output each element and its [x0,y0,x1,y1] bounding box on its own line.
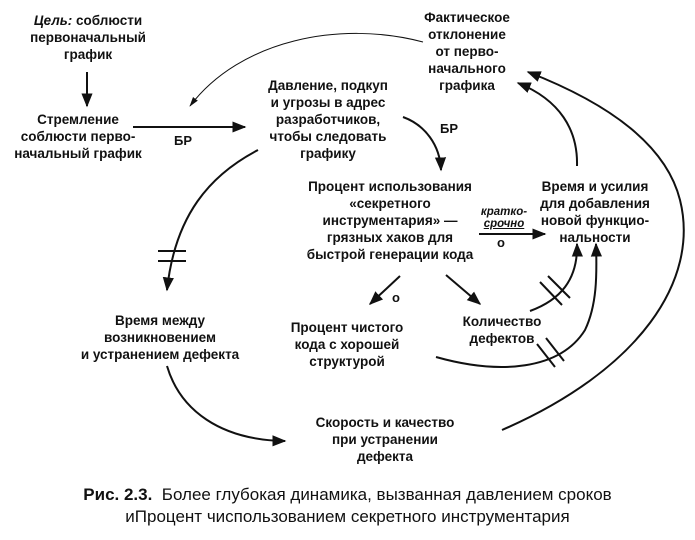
caption-line-1: Рис. 2.3. Более глубокая динамика, вызва… [0,484,695,506]
node-desire-line: начальный график [14,146,142,161]
arrow-defects-to-time-effort [529,242,583,312]
arrow-fix-speed-to-deviation [501,71,685,431]
node-fix-speed: Скорость и качество при устранении дефек… [310,414,460,465]
node-goal-line: график [63,47,113,62]
node-defects-line: дефектов [469,331,535,346]
node-deviation-line: отклонение [428,27,506,42]
delay-mark-defects [539,275,571,306]
node-time-effort-line: нальности [559,230,631,245]
label-desire-to-pressure: БР [174,133,193,148]
node-time-between-line: и устранением дефекта [80,347,240,362]
node-time-effort-line: для добавления [540,196,650,211]
caption-text-1: Более глубокая динамика, вызванная давле… [161,485,612,504]
node-goal-line: первоначальный [30,30,146,45]
node-secret-tools-line: «секретного [349,196,431,211]
node-clean-code-line: Процент чистого [290,320,404,335]
node-time-between-line: Время между [114,313,206,328]
node-goal: Цель: соблюсти первоначальный график [24,12,152,63]
node-pressure-line: Давление, подкуп [268,78,388,93]
node-pressure-line: разработчиков, [275,112,381,127]
arrow-pressure-to-secret [402,116,447,172]
node-time-effort-line: Время и усилия [541,179,649,194]
arrow-deviation-to-desire [189,32,424,107]
label-short-term: кратко- срочно [478,206,530,230]
node-fix-speed-line: при устранении [332,432,438,447]
node-pressure-line: и угрозы в адрес [270,95,386,110]
node-clean-code: Процент чистого кода с хорошей структуро… [278,319,416,370]
node-time-between-line: возникновением [104,330,216,345]
arrow-clean-code-to-time-effort [435,242,603,368]
arrow-time-effort-to-deviation [516,82,579,167]
node-desire: Стремление соблюсти перво- начальный гра… [8,111,148,162]
label-secret-to-clean-polarity: о [392,290,400,305]
node-time-between: Время между возникновением и устранением… [60,312,260,363]
node-pressure: Давление, подкуп и угрозы в адрес разраб… [252,77,404,162]
node-fix-speed-line: дефекта [356,449,414,464]
node-defects-line: Количество [462,314,542,329]
node-clean-code-line: структурой [309,354,385,369]
caption-figure-number: Рис. 2.3. [83,485,153,504]
node-time-effort: Время и усилия для добавления новой функ… [528,178,662,246]
goal-prefix: Цель: [33,13,73,28]
arrow-secret-to-defects [445,274,482,305]
node-deviation-line: графика [439,78,495,93]
label-short-term-line2: срочно [483,218,525,230]
delay-mark-clean-code [536,337,565,368]
figure-caption: Рис. 2.3. Более глубокая динамика, вызва… [0,484,695,528]
node-desire-line: Стремление [37,112,119,127]
arrow-pressure-to-time-between [162,149,259,292]
arrow-secret-to-clean-code [368,275,401,305]
label-secret-to-time-polarity: о [497,235,505,250]
node-secret-tools-line: Процент использования [308,179,472,194]
delay-mark-time-between [158,250,186,262]
node-fix-speed-line: Скорость и качество [315,415,455,430]
node-deviation-line: от перво- [435,44,499,59]
label-pressure-to-secret: БР [440,121,459,136]
node-desire-line: соблюсти перво- [20,129,136,144]
caption-text-2: иПроцент чиспользованием секретного инст… [125,507,570,526]
node-secret-tools-line: грязных хаков для [326,230,454,245]
node-secret-tools: Процент использования «секретного инстру… [290,178,490,263]
node-pressure-line: чтобы следовать [269,129,387,144]
label-short-term-line1: кратко- [480,206,528,218]
node-clean-code-line: кода с хорошей [294,337,400,352]
node-secret-tools-line: инструментария» — [322,213,458,228]
node-deviation-line: Фактическое [424,10,510,25]
node-deviation: Фактическое отклонение от перво- начальн… [412,9,522,94]
node-secret-tools-line: быстрой генерации кода [306,247,474,262]
arrow-time-between-to-fix-speed [166,365,287,447]
node-deviation-line: начального [428,61,506,76]
node-goal-line: соблюсти [76,13,143,28]
node-defects: Количество дефектов [452,313,552,347]
node-time-effort-line: новой функцио- [540,213,650,228]
node-pressure-line: графику [300,146,356,161]
